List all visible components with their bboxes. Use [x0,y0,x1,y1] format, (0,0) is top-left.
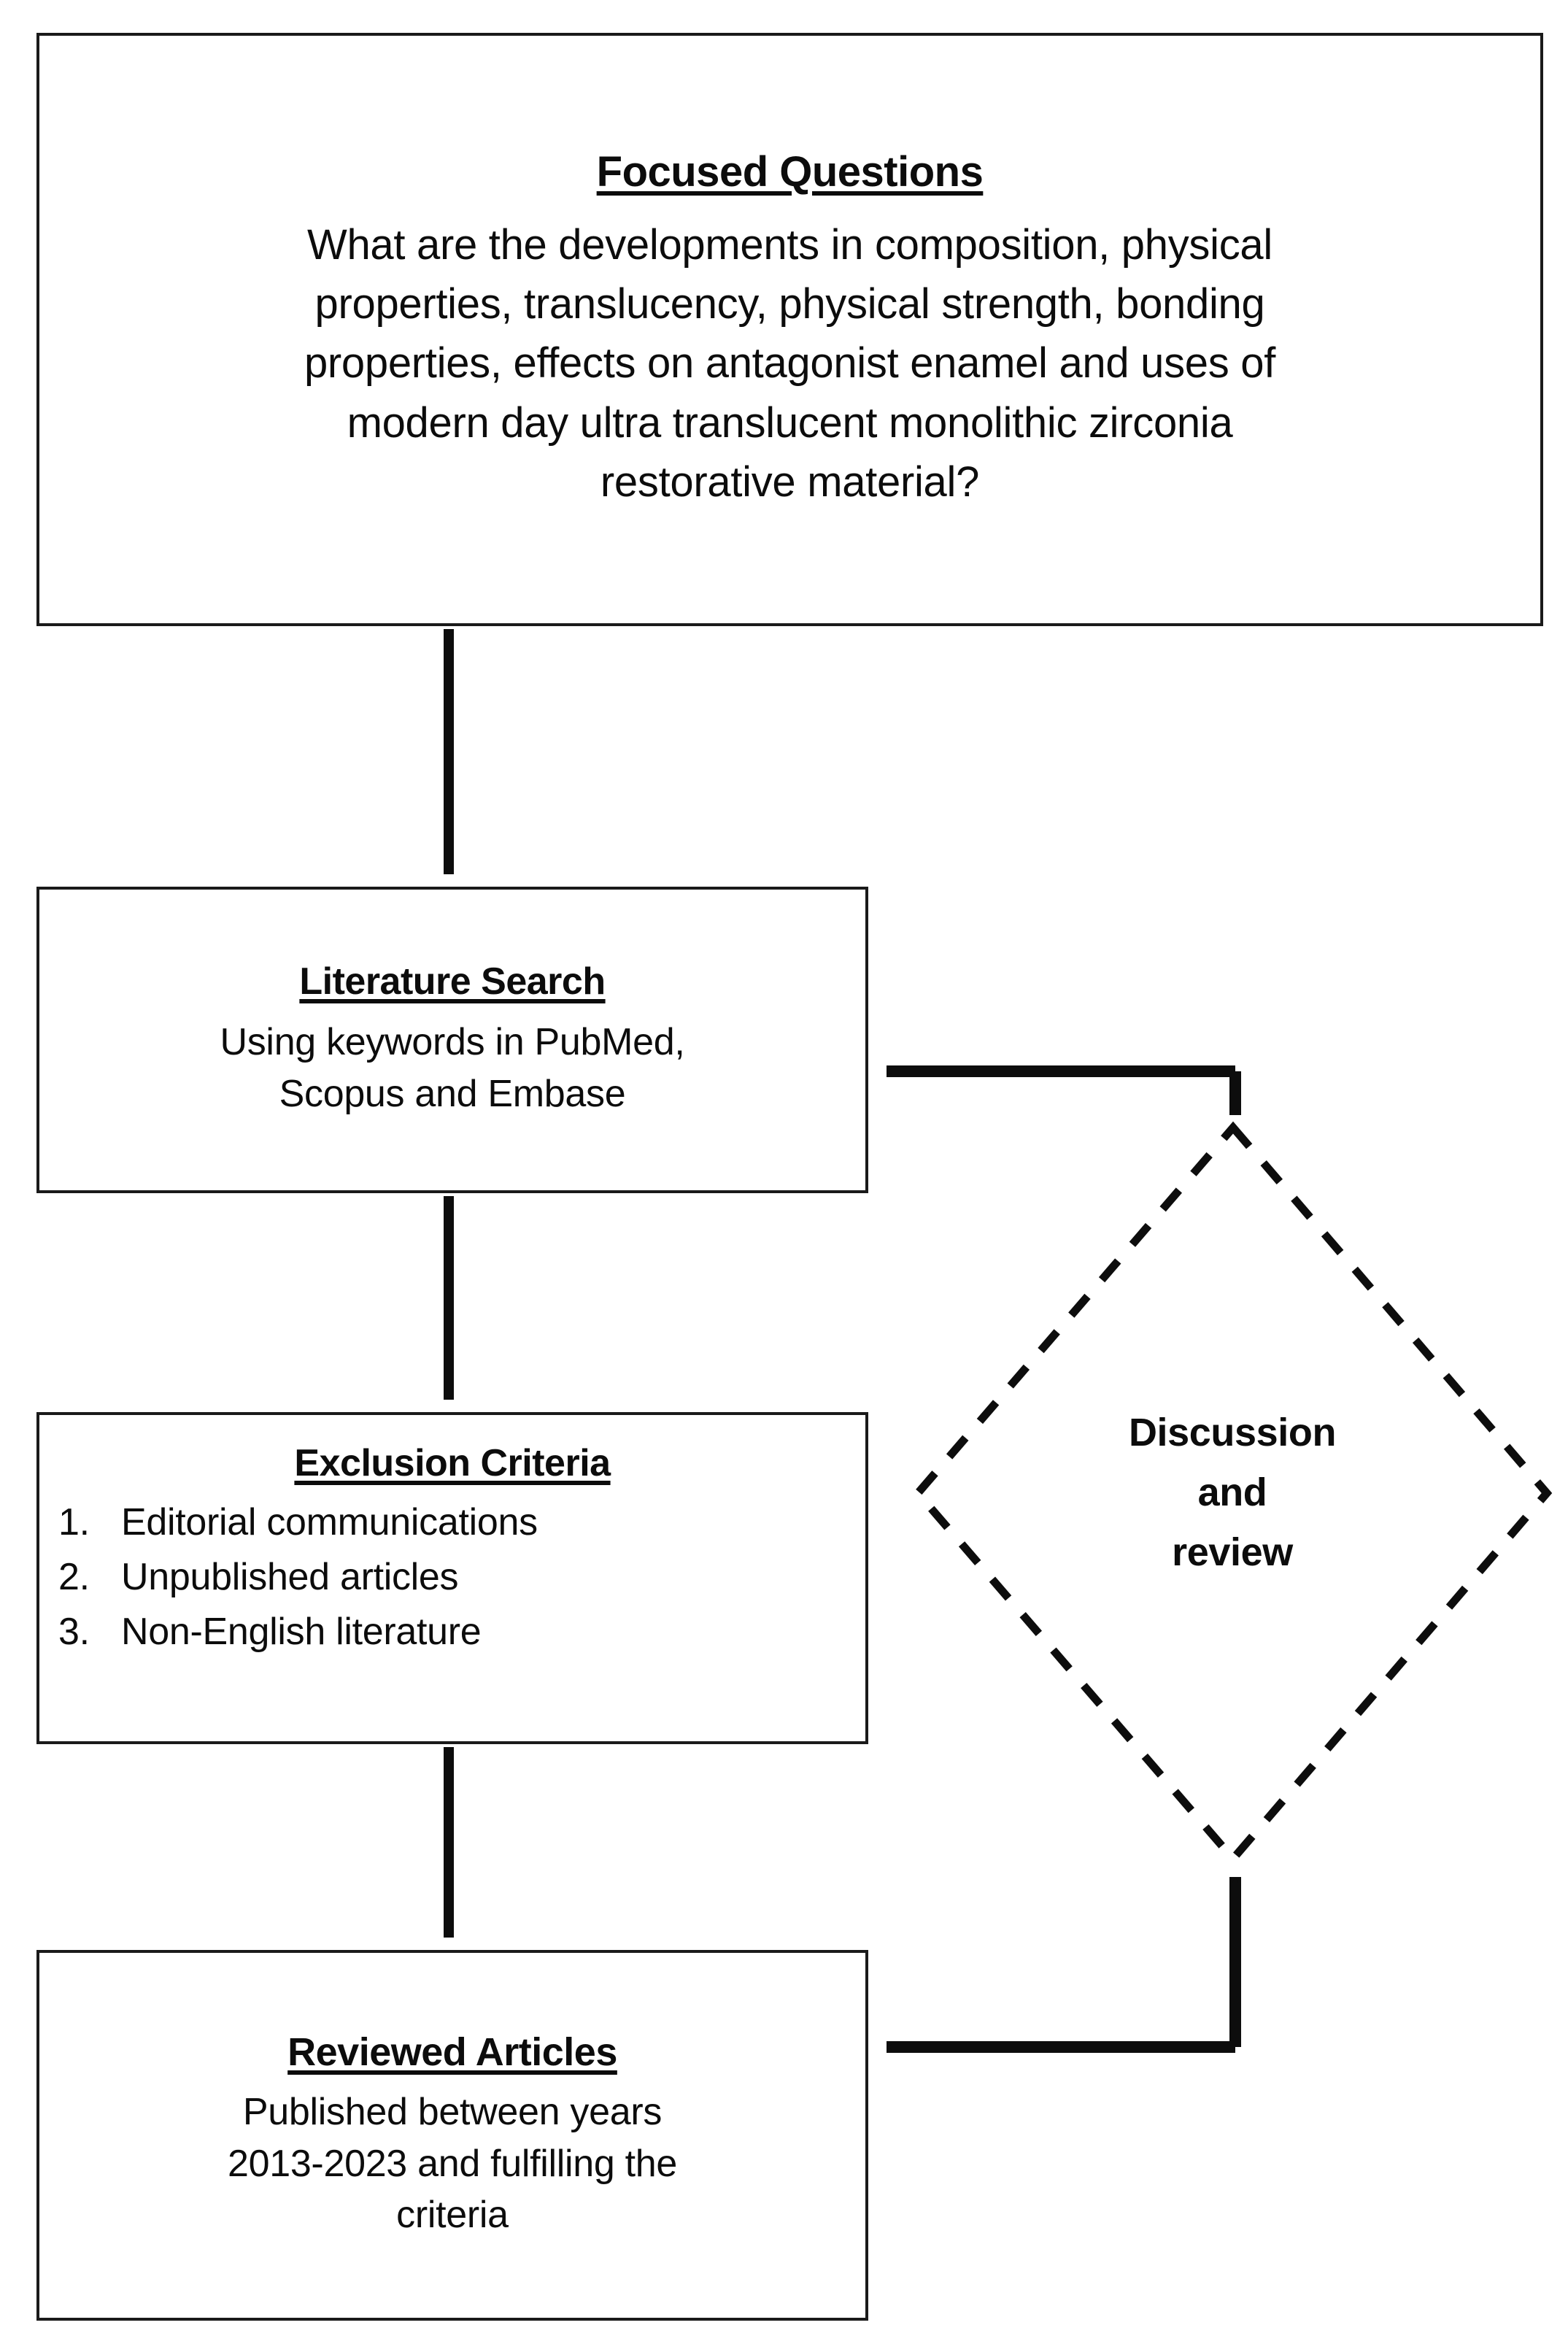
node-focused-questions-line-1: What are the developments in composition… [307,221,1272,269]
node-focused-questions-line-3: properties, effects on antagonist enamel… [304,339,1276,388]
node-discussion-review-label: Discussion and review [914,1124,1550,1861]
node-focused-questions-body: What are the developments in composition… [304,215,1275,512]
node-discussion-review-line-1: Discussion [1128,1410,1337,1454]
node-discussion-review-line-3: review [1172,1530,1293,1575]
node-literature-search-line-2: Scopus and Embase [279,1073,626,1115]
node-literature-search-title: Literature Search [299,960,606,1003]
exclusion-criteria-item-number: 3. [58,1610,90,1653]
arrow-discussion-to-literature-search [886,1065,1241,1115]
node-reviewed-articles-line-2: 2013-2023 and fulfilling the [227,2142,678,2185]
node-reviewed-articles-line-3: criteria [396,2194,509,2237]
exclusion-criteria-item: 2. Unpublished articles [58,1550,846,1605]
node-exclusion-criteria-title: Exclusion Criteria [294,1442,611,1484]
node-literature-search-body: Using keywords in PubMed, Scopus and Emb… [220,1017,684,1119]
exclusion-criteria-item-text: Editorial communications [121,1501,538,1543]
node-focused-questions-line-2: properties, translucency, physical stren… [314,280,1265,328]
node-focused-questions-line-4: modern day ultra translucent monolithic … [347,398,1233,447]
exclusion-criteria-item-text: Unpublished articles [121,1555,459,1598]
node-reviewed-articles-line-1: Published between years [242,2090,663,2133]
node-discussion-review: Discussion and review [914,1124,1550,1861]
exclusion-criteria-item-text: Non-English literature [121,1610,482,1653]
node-literature-search-line-1: Using keywords in PubMed, [220,1021,685,1064]
node-focused-questions-title: Focused Questions [596,148,984,196]
exclusion-criteria-item-number: 2. [58,1555,90,1598]
node-literature-search: Literature Search Using keywords in PubM… [36,887,868,1193]
node-focused-questions-line-5: restorative material? [600,458,980,506]
exclusion-criteria-item: 3. Non-English literature [58,1605,846,1660]
node-reviewed-articles: Reviewed Articles Published between year… [36,1950,868,2321]
node-reviewed-articles-title: Reviewed Articles [287,2029,617,2074]
exclusion-criteria-item-number: 1. [58,1501,90,1543]
exclusion-criteria-item: 1. Editorial communications [58,1495,846,1550]
node-reviewed-articles-body: Published between years 2013-2023 and fu… [228,2086,677,2241]
exclusion-criteria-list: 1. Editorial communications 2. Unpublish… [58,1495,846,1660]
discussion-diamond-outline [912,1121,1553,1865]
node-exclusion-criteria: Exclusion Criteria 1. Editorial communic… [36,1412,868,1744]
node-discussion-review-line-2: and [1197,1470,1267,1514]
node-focused-questions: Focused Questions What are the developme… [36,33,1543,626]
arrow-reviewed-articles-to-discussion [886,1876,1241,2053]
